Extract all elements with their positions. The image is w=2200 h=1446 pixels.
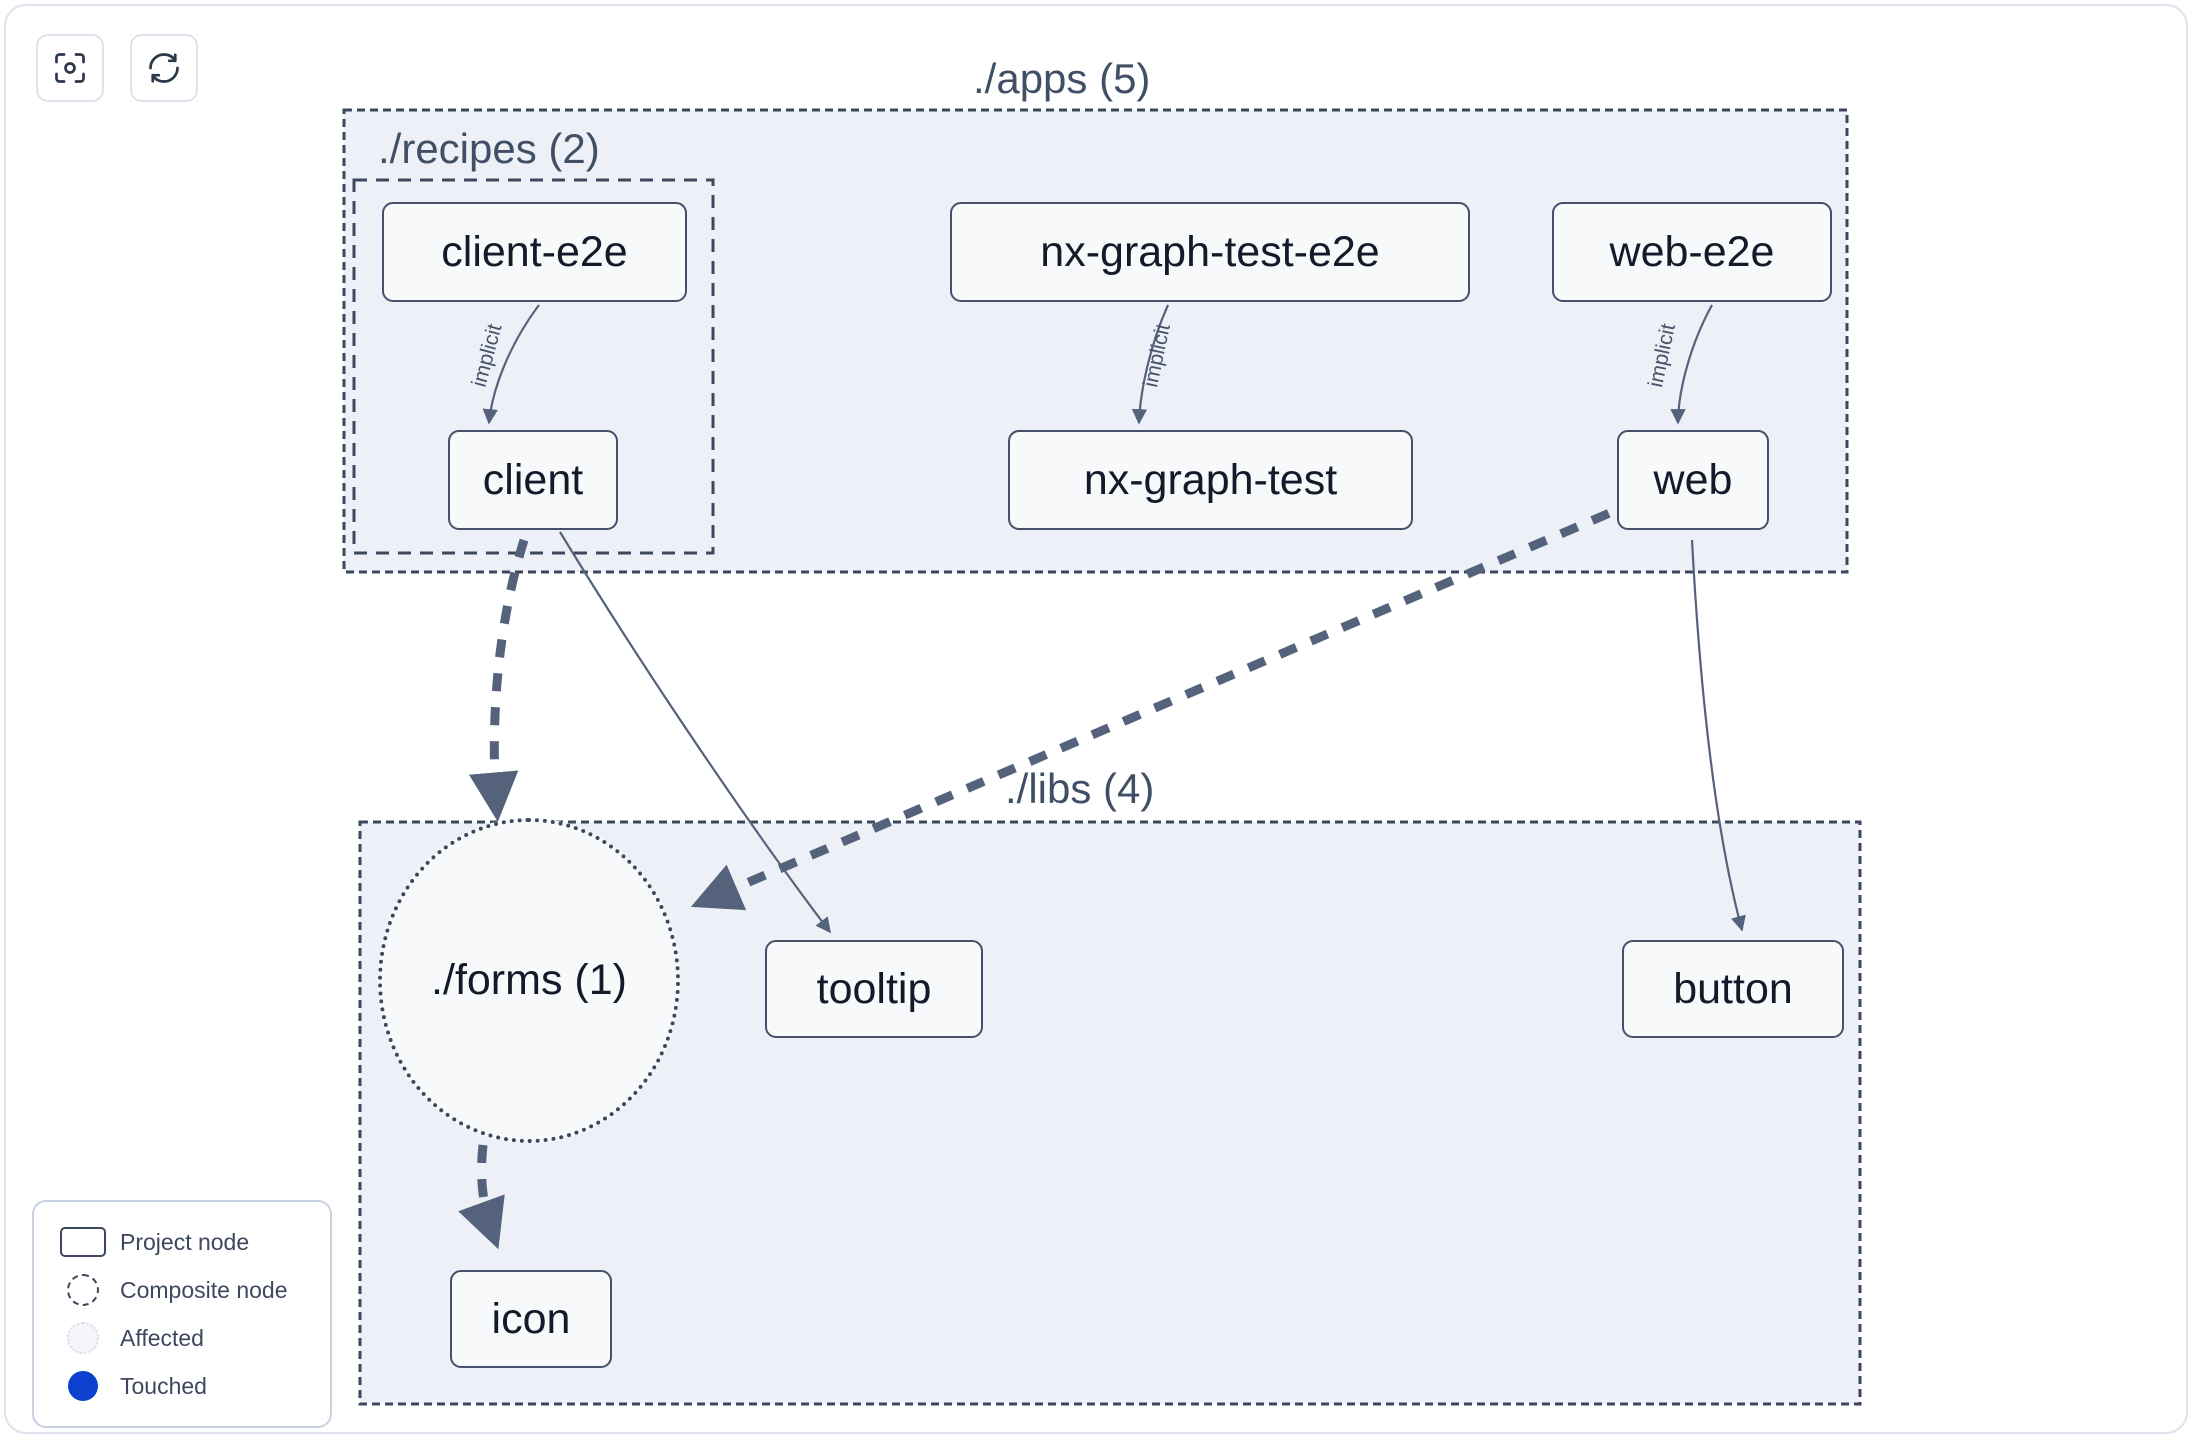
edge-web-to-forms [690,495,1642,911]
node-icon[interactable]: icon [450,1270,612,1368]
touched-node-glyph [52,1371,114,1401]
node-forms-composite[interactable]: ./forms (1) [378,818,680,1143]
edge-web-to-button [1690,539,1746,932]
node-tooltip[interactable]: tooltip [765,940,983,1038]
composite-node-glyph [52,1274,114,1306]
edge-client-to-forms [468,538,529,822]
legend-item-touched: Touched [52,1362,312,1410]
group-label-apps: ./apps (5) [973,55,1151,102]
legend-item-affected: Affected [52,1314,312,1362]
node-web-e2e[interactable]: web-e2e [1552,202,1832,302]
focus-target-icon [52,50,88,86]
focus-graph-button[interactable] [36,34,104,102]
legend-label-project-node: Project node [120,1228,250,1255]
edge-forms-to-icon [458,1144,505,1250]
group-label-libs: ./libs (4) [1005,765,1155,812]
legend-item-composite-node: Composite node [52,1266,312,1314]
affected-node-glyph [52,1322,114,1354]
project-node-glyph [52,1227,114,1257]
refresh-graph-button[interactable] [130,34,198,102]
node-nx-graph-test-e2e[interactable]: nx-graph-test-e2e [950,202,1470,302]
node-client[interactable]: client [448,430,618,530]
edge-web-e2e-to-web [1670,304,1713,425]
node-client-e2e[interactable]: client-e2e [382,202,687,302]
graph-toolbar [36,34,198,102]
node-button[interactable]: button [1622,940,1844,1038]
legend-label-affected: Affected [120,1324,204,1351]
edge-client-e2e-to-client [482,304,540,425]
graph-legend: Project node Composite node Affected Tou… [32,1200,332,1428]
node-nx-graph-test[interactable]: nx-graph-test [1008,430,1413,530]
edge-nx-graph-test-e2e-to-nx-graph-test [1131,304,1170,425]
node-web[interactable]: web [1617,430,1769,530]
legend-label-composite-node: Composite node [120,1276,288,1303]
legend-item-project-node: Project node [52,1218,312,1266]
group-label-recipes: ./recipes (2) [378,125,600,172]
refresh-icon [146,50,182,86]
legend-label-touched: Touched [120,1372,207,1399]
edge-client-to-tooltip [559,531,831,934]
